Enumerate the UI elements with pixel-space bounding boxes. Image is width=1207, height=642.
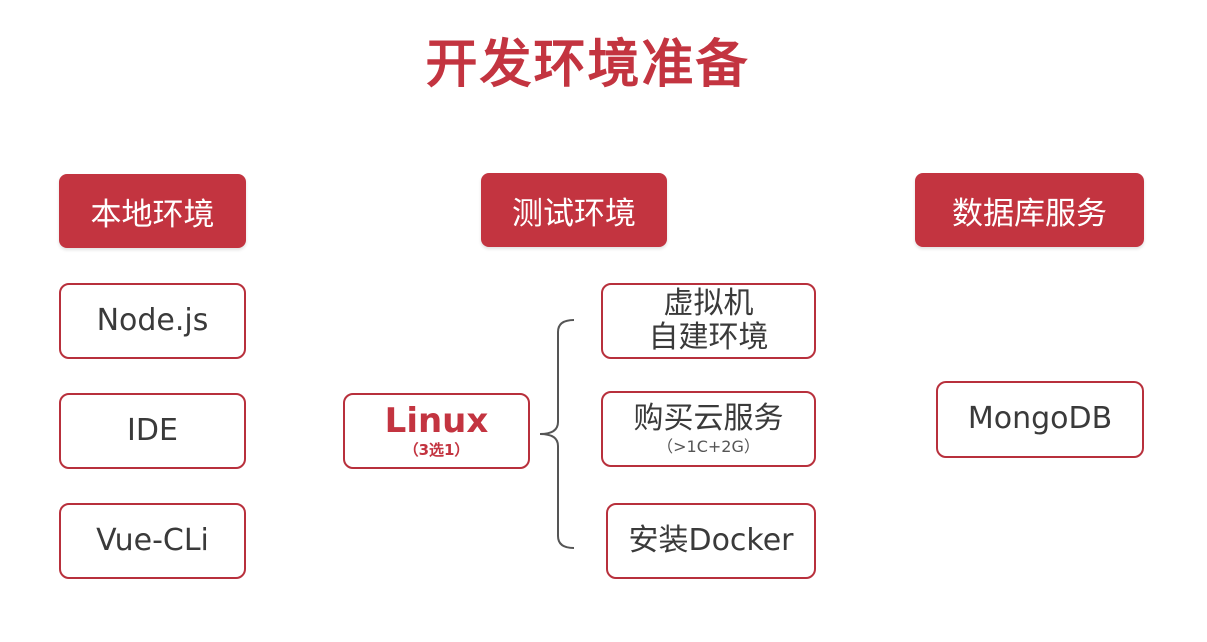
vm-option-line1: 虚拟机 bbox=[663, 285, 754, 321]
test-env-header-label: 测试环境 bbox=[512, 195, 636, 232]
brace-connector bbox=[539, 319, 575, 549]
docker-option-box: 安装Docker bbox=[606, 503, 816, 579]
vue-cli-box: Vue-CLi bbox=[59, 503, 246, 579]
db-service-header-label: 数据库服务 bbox=[952, 195, 1107, 232]
vue-cli-label: Vue-CLi bbox=[96, 522, 209, 558]
local-env-header: 本地环境 bbox=[59, 174, 246, 248]
vm-option-line2: 自建环境 bbox=[648, 320, 769, 355]
linux-note: （3选1） bbox=[403, 441, 470, 460]
test-env-header: 测试环境 bbox=[481, 173, 667, 247]
docker-option-label: 安装Docker bbox=[628, 522, 794, 558]
cloud-option-line2: （>1C+2G） bbox=[657, 437, 760, 457]
linux-box: Linux （3选1） bbox=[343, 393, 530, 469]
db-service-header: 数据库服务 bbox=[915, 173, 1144, 247]
mongodb-box: MongoDB bbox=[936, 381, 1144, 458]
local-env-header-label: 本地环境 bbox=[90, 196, 215, 233]
vm-option-box: 虚拟机 自建环境 bbox=[601, 283, 816, 359]
linux-label: Linux bbox=[384, 400, 489, 441]
ide-label: IDE bbox=[127, 412, 178, 448]
nodejs-box: Node.js bbox=[59, 283, 246, 359]
nodejs-label: Node.js bbox=[96, 302, 209, 338]
ide-box: IDE bbox=[59, 393, 246, 469]
mongodb-label: MongoDB bbox=[967, 401, 1113, 437]
page-title: 开发环境准备 bbox=[425, 35, 750, 95]
cloud-option-box: 购买云服务 （>1C+2G） bbox=[601, 391, 816, 467]
brace-path bbox=[539, 319, 575, 549]
cloud-option-line1: 购买云服务 bbox=[633, 400, 784, 436]
